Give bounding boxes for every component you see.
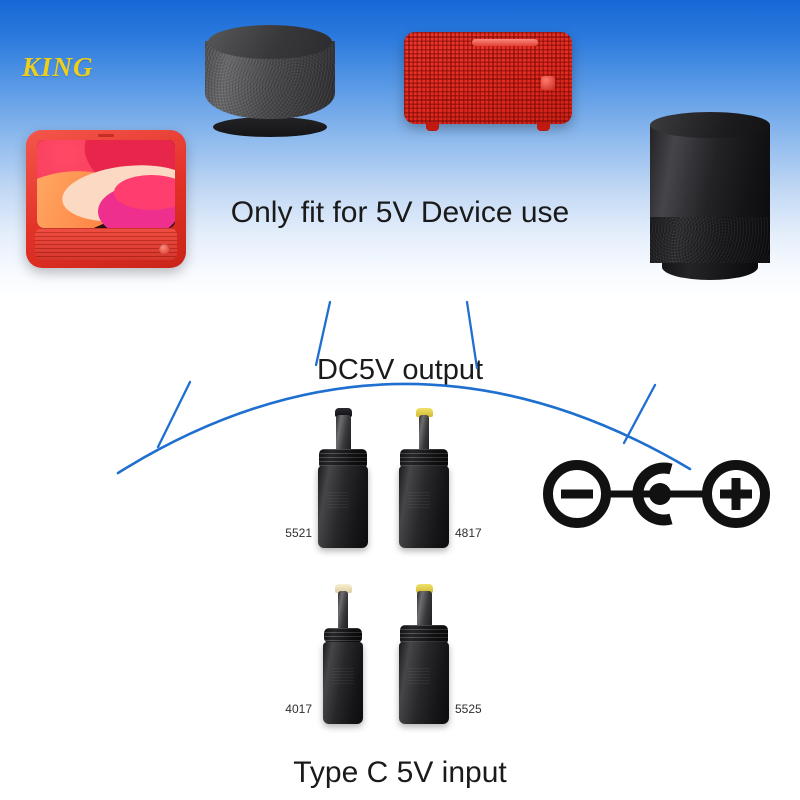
minus-bar-icon	[561, 489, 593, 499]
blue-arc-diagram	[116, 300, 692, 475]
speaker-top-strip	[472, 39, 538, 46]
device-red-smart-display	[26, 130, 186, 268]
plus-bar-v-icon	[731, 478, 741, 510]
adapter-pin	[338, 591, 348, 631]
adapter-label: 5525	[455, 702, 482, 716]
adapter-tip-cap	[334, 408, 352, 417]
adapter-body	[318, 466, 368, 548]
adapter-collar	[319, 449, 367, 469]
display-camera	[98, 134, 114, 137]
adapter-collar	[400, 625, 448, 645]
arc-tick-2	[314, 300, 332, 367]
arc-tick-3	[465, 300, 479, 370]
watermark-king: KING	[22, 52, 94, 82]
heading-only-fit-5v: Only fit for 5V Device use	[230, 196, 570, 229]
adapter-tip-cap	[415, 584, 433, 593]
adapter-collar	[324, 628, 362, 643]
adapter-body	[323, 642, 363, 724]
barrel-shell-icon	[632, 462, 673, 526]
adapter-body	[399, 642, 449, 724]
adapter-pin	[419, 415, 429, 455]
barrel-center-pin-icon	[649, 483, 671, 505]
adapter-label: 5521	[285, 526, 312, 540]
device-black-cylinder-speaker	[650, 112, 770, 284]
adapter-tip-cap	[415, 408, 433, 417]
arc-tick-4	[622, 383, 657, 445]
display-indicator-dot	[159, 244, 170, 255]
device-gray-fabric-speaker	[205, 25, 335, 137]
adapter-collar	[400, 449, 448, 469]
adapter-body	[399, 466, 449, 548]
arc-tick-1	[156, 380, 192, 449]
speaker-button	[541, 76, 555, 90]
adapter-pin	[416, 591, 432, 629]
adapter-pin	[335, 415, 351, 453]
heading-typec-5v-input: Type C 5V input	[293, 756, 507, 789]
adapter-tip-cap	[334, 584, 352, 593]
arc-curve	[116, 382, 692, 475]
adapter-label: 4817	[455, 526, 482, 540]
center-positive-polarity-symbol	[543, 460, 770, 528]
display-speaker-grille	[35, 228, 177, 260]
adapter-label: 4017	[285, 702, 312, 716]
device-red-bluetooth-speaker	[404, 32, 572, 131]
heading-dc5v-output: DC5V output	[316, 354, 484, 386]
display-screen	[37, 140, 175, 228]
